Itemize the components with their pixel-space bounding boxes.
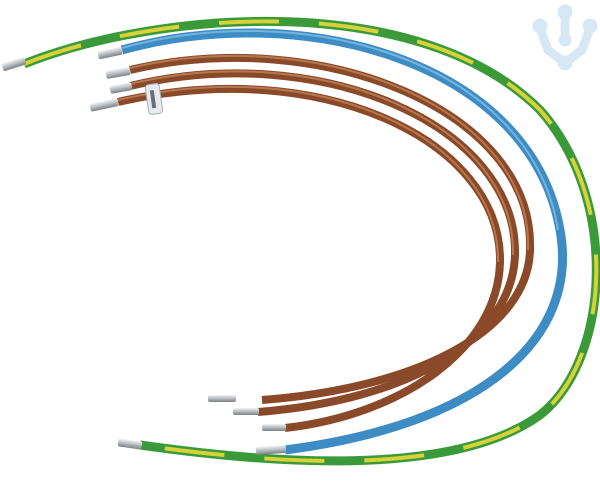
ferrule <box>89 98 119 112</box>
ferrule <box>255 445 287 455</box>
neutral-wire <box>97 28 567 455</box>
phase-wires <box>117 53 535 432</box>
ferrule <box>117 438 143 450</box>
brand-logo-icon <box>532 4 598 71</box>
ferrule <box>109 82 133 94</box>
ferrule <box>1 57 27 71</box>
ferrule <box>208 395 236 402</box>
ferrule <box>262 424 286 431</box>
ferrule <box>105 67 131 79</box>
ferrule <box>233 408 259 415</box>
marker-sleeve <box>144 83 164 115</box>
ferrule <box>97 46 123 60</box>
earth-wire <box>1 16 600 466</box>
